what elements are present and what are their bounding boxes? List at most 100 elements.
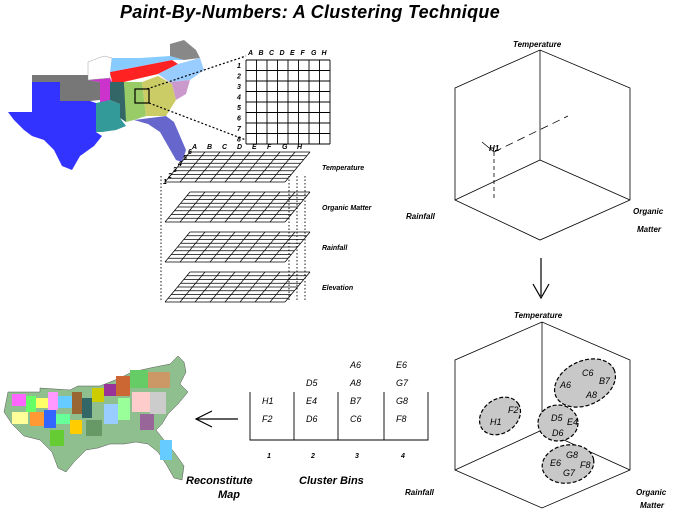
layer-label: Organic Matter	[322, 205, 373, 212]
zoom-line-top	[146, 55, 247, 90]
cluster-ellipse	[478, 396, 522, 436]
layer-label: Elevation	[322, 285, 353, 292]
map-region-south-carolina	[158, 74, 190, 100]
cluster-point-label: D5	[551, 413, 563, 423]
map-region-georgia	[142, 76, 176, 116]
reconstituted-map	[3, 355, 189, 481]
cluster-ellipse	[541, 444, 595, 484]
grid-row-label: 2	[236, 74, 241, 81]
feature-space-cube-top: H1 Temperature Rainfall Organic Matter	[406, 40, 664, 241]
axis-label-temperature-2: Temperature	[514, 311, 563, 320]
bin-item: H1	[262, 396, 274, 406]
layer-row-label: 4	[177, 161, 182, 168]
bin-item: E4	[306, 396, 317, 406]
grid-row-label: 3	[237, 84, 241, 91]
axis-label-temperature: Temperature	[513, 40, 562, 49]
map-region-north-carolina	[158, 58, 204, 82]
cluster-point-label: F2	[508, 405, 519, 415]
cluster-ellipse	[537, 404, 579, 442]
grid-col-label: B	[259, 50, 264, 57]
zoom-line-bottom	[148, 102, 247, 141]
arrow-down-icon	[532, 258, 550, 300]
map-region-kentucky	[110, 56, 184, 72]
cluster-point-label: H1	[490, 417, 502, 427]
cluster-point-label: C6	[582, 368, 594, 378]
axis-label-rainfall: Rainfall	[406, 212, 436, 221]
axis-label-organic-2: Organic	[636, 488, 667, 497]
bin-item: E6	[396, 360, 407, 370]
grid-col-label: G	[311, 50, 317, 57]
bin-number: 4	[400, 453, 405, 460]
bin-number: 3	[355, 453, 359, 460]
layer-row-label: 6	[188, 149, 192, 156]
bin-item: D5	[306, 378, 318, 388]
zoom-box	[134, 88, 150, 104]
bin-item: B7	[350, 396, 362, 406]
grid-col-label: H	[322, 50, 328, 57]
axis-label-matter: Matter	[637, 225, 662, 234]
grid-row-label: 6	[237, 116, 241, 123]
map-region-virginia	[170, 40, 200, 60]
grid-col-label: E	[290, 50, 295, 57]
map-region-tennessee	[110, 60, 178, 82]
layer-col-label: E	[252, 144, 257, 151]
source-map	[8, 40, 204, 170]
bin-item: D6	[306, 414, 318, 424]
axis-label-matter-2: Matter	[640, 501, 665, 510]
grid-col-label: A	[247, 50, 253, 57]
axis-label-rainfall-2: Rainfall	[405, 488, 435, 497]
bin-item: F2	[262, 414, 273, 424]
layer-row-label: 5	[183, 155, 187, 162]
map-region-louisiana	[96, 100, 126, 132]
layer-col-label: A	[191, 144, 197, 151]
bin-item: F8	[396, 414, 407, 424]
bin-item: G8	[396, 396, 408, 406]
point-label-h1: H1	[489, 144, 500, 153]
layer-col-label: F	[267, 144, 272, 151]
axis-label-organic: Organic	[633, 207, 664, 216]
diagram-title: Paint-By-Numbers: A Clustering Technique	[119, 2, 501, 22]
bin-number: 2	[310, 453, 315, 460]
bin-item: C6	[350, 414, 362, 424]
bin-item: A6	[349, 360, 361, 370]
cluster-point-label: A6	[559, 380, 571, 390]
arrow-left-icon	[194, 410, 238, 428]
layer-col-label: C	[222, 144, 228, 151]
map-region-florida	[134, 116, 186, 162]
map-region-missouri	[87, 55, 113, 81]
layer-label: Rainfall	[322, 245, 348, 252]
cluster-bins-label: Cluster Bins	[299, 475, 364, 487]
grid-row-label: 1	[237, 63, 241, 70]
layer-row-label: 1	[163, 179, 167, 186]
cluster-ellipse	[553, 358, 617, 408]
cluster-point-label: D6	[552, 428, 564, 438]
layer-col-label: H	[297, 144, 303, 151]
grid-col-label: C	[269, 50, 275, 57]
cluster-point-label: F8	[580, 460, 591, 470]
grid-row-label: 4	[236, 95, 241, 102]
grid-row-label: 8	[237, 137, 241, 144]
reconstitute-label-line2: Map	[218, 489, 240, 501]
grid-row-label: 5	[237, 105, 241, 112]
bin-item: A8	[349, 378, 361, 388]
map-region-oklahoma	[32, 75, 100, 101]
map-region-arkansas	[88, 78, 112, 104]
bin-number: 1	[267, 453, 271, 460]
cluster-point-label: G8	[566, 450, 578, 460]
map-region-texas	[8, 82, 102, 170]
grid-row-label: 7	[237, 126, 242, 133]
cluster-point-label: G7	[563, 468, 576, 478]
cluster-point-label: B7	[599, 376, 611, 386]
map-region-mississippi	[110, 82, 126, 122]
cluster-point-label: E4	[567, 417, 578, 427]
layer-col-label: D	[237, 144, 242, 151]
grid-col-label: D	[280, 50, 285, 57]
feature-space-cube-bottom: Temperature Rainfall Organic Matter F2H1…	[405, 311, 667, 510]
reconstitute-label-line1: Reconstitute	[186, 475, 253, 487]
cluster-point-label: E6	[550, 458, 561, 468]
